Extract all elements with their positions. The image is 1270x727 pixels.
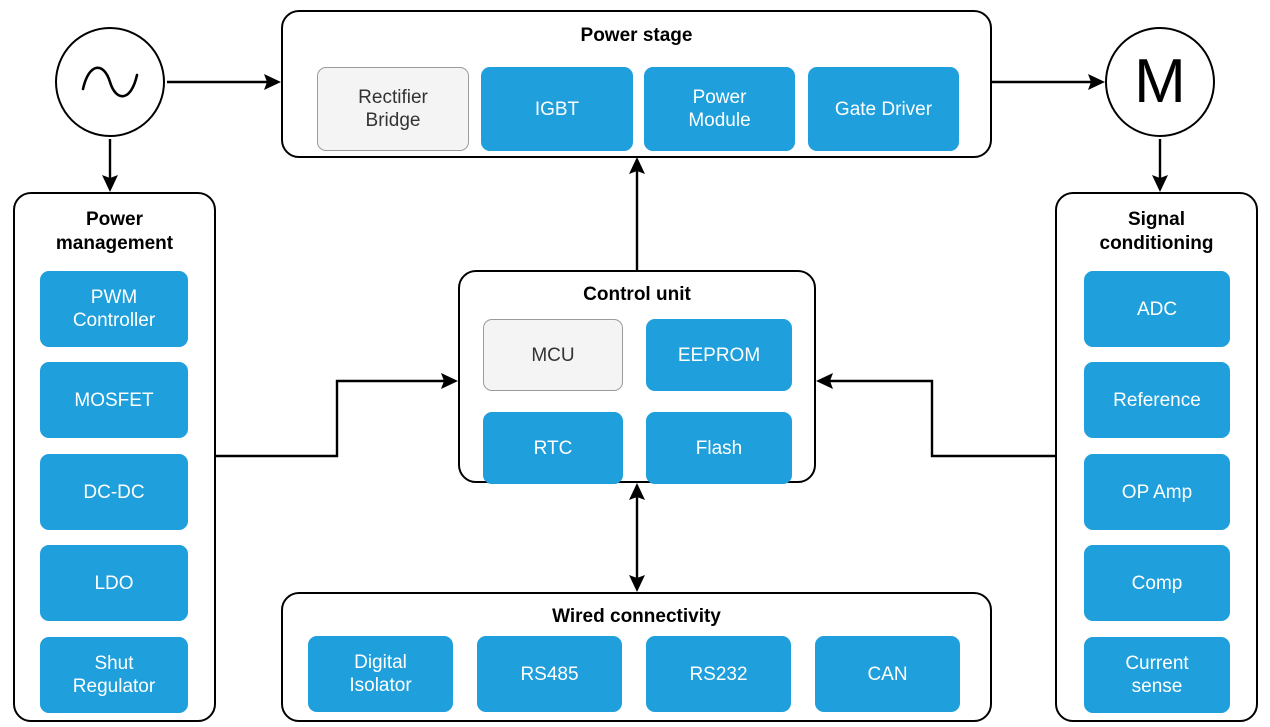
group-control-unit[interactable]: Control unit MCU EEPROM RTC Flash xyxy=(458,270,816,484)
block-op-amp[interactable]: OP Amp xyxy=(1084,454,1230,530)
block-can[interactable]: CAN xyxy=(815,636,960,712)
block-dc-dc[interactable]: DC-DC xyxy=(40,454,188,530)
sine-wave-icon xyxy=(81,66,139,98)
block-adc[interactable]: ADC xyxy=(1084,271,1230,347)
block-mcu[interactable]: MCU xyxy=(483,319,623,391)
block-rs485[interactable]: RS485 xyxy=(477,636,622,712)
block-eeprom[interactable]: EEPROM xyxy=(646,319,792,391)
group-wired-connectivity-title: Wired connectivity xyxy=(552,606,721,627)
group-power-management-title: Power management xyxy=(55,209,174,254)
connector-control-unit-to-power-stage xyxy=(629,157,645,270)
connector-source-to-power-stage xyxy=(167,74,281,90)
motor-symbol[interactable]: M xyxy=(1105,27,1215,137)
connector-control-unit-to-wired-connectivity xyxy=(629,483,645,592)
block-reference[interactable]: Reference xyxy=(1084,362,1230,438)
group-wired-connectivity[interactable]: Wired connectivity Digital Isolator RS48… xyxy=(281,592,992,722)
group-power-stage-title: Power stage xyxy=(580,25,693,46)
connector-motor-to-signal-conditioning xyxy=(1152,139,1168,192)
group-power-stage[interactable]: Power stage Rectifier Bridge IGBT Power … xyxy=(281,10,992,158)
motor-label: M xyxy=(1134,47,1186,116)
block-rtc[interactable]: RTC xyxy=(483,412,623,484)
block-rs232[interactable]: RS232 xyxy=(646,636,791,712)
block-igbt[interactable]: IGBT xyxy=(481,67,633,151)
block-digital-isolator[interactable]: Digital Isolator xyxy=(308,636,453,712)
block-shut-regulator[interactable]: Shut Regulator xyxy=(40,637,188,713)
block-flash[interactable]: Flash xyxy=(646,412,792,484)
ac-source-symbol[interactable] xyxy=(55,27,165,137)
connector-source-to-power-management xyxy=(102,139,118,192)
group-signal-conditioning-title: Signal conditioning xyxy=(1099,209,1214,254)
block-rectifier-bridge[interactable]: Rectifier Bridge xyxy=(317,67,469,151)
group-control-unit-title: Control unit xyxy=(583,284,691,305)
block-ldo[interactable]: LDO xyxy=(40,545,188,621)
block-comp[interactable]: Comp xyxy=(1084,545,1230,621)
block-current-sense[interactable]: Current sense xyxy=(1084,637,1230,713)
connector-signal-conditioning-to-control-unit xyxy=(816,373,1055,458)
group-signal-conditioning[interactable]: Signal conditioning ADC Reference OP Amp… xyxy=(1055,192,1258,722)
block-mosfet[interactable]: MOSFET xyxy=(40,362,188,438)
block-pwm-controller[interactable]: PWM Controller xyxy=(40,271,188,347)
block-gate-driver[interactable]: Gate Driver xyxy=(808,67,959,151)
block-power-module[interactable]: Power Module xyxy=(644,67,795,151)
connector-power-stage-to-motor xyxy=(992,74,1105,90)
group-power-management[interactable]: Power management PWM Controller MOSFET D… xyxy=(13,192,216,722)
connector-power-management-to-control-unit xyxy=(216,373,458,458)
